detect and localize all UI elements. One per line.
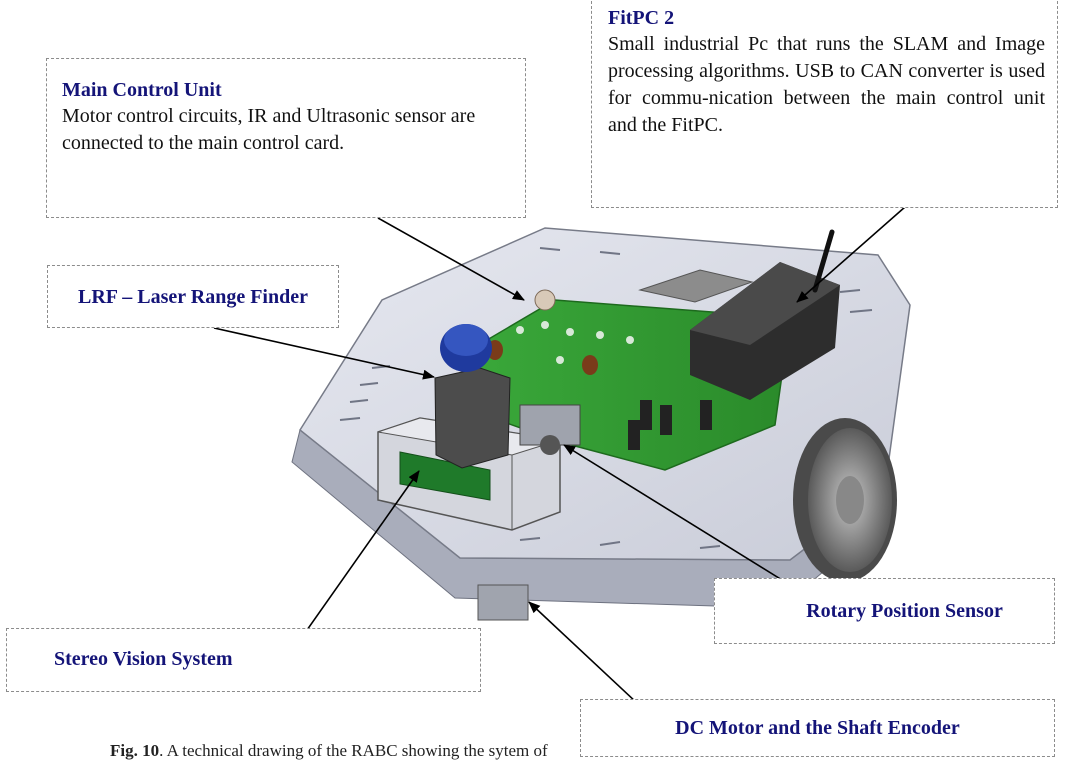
laser-range-finder: [434, 324, 511, 469]
callout-rotary: Rotary Position Sensor: [714, 578, 1055, 644]
arrow-rotary: [563, 444, 796, 589]
rotary-sensor: [519, 404, 581, 455]
callout-rotary-title: Rotary Position Sensor: [806, 600, 1003, 622]
callout-fitpc-title: FitPC 2: [608, 7, 675, 29]
arrow-fitpc: [796, 206, 906, 303]
callout-dc-motor-title: DC Motor and the Shaft Encoder: [675, 717, 960, 739]
arrow-main-control: [377, 217, 525, 301]
wheel: [793, 418, 897, 582]
callout-fitpc-body: Small industrial Pc that runs the SLAM a…: [608, 33, 1045, 136]
callout-main-control: Main Control Unit Motor control circuits…: [46, 58, 526, 218]
figure-caption-label: Fig. 10: [110, 741, 160, 760]
leader-arrows: [213, 206, 906, 704]
callout-stereo-title: Stereo Vision System: [54, 648, 233, 670]
figure-caption: Fig. 10. A technical drawing of the RABC…: [110, 741, 548, 761]
callout-main-control-title: Main Control Unit: [62, 79, 222, 101]
callout-stereo: Stereo Vision System: [6, 628, 481, 692]
dc-motor: [477, 584, 529, 621]
callout-main-control-body: Motor control circuits, IR and Ultrasoni…: [62, 105, 476, 154]
callout-dc-motor: DC Motor and the Shaft Encoder: [580, 699, 1055, 757]
callout-fitpc: FitPC 2 Small industrial Pc that runs th…: [591, 0, 1058, 208]
arrow-stereo: [287, 470, 420, 658]
arrow-lrf: [213, 327, 435, 380]
arrow-dc-motor: [528, 601, 638, 704]
callout-lrf: LRF – Laser Range Finder: [47, 265, 339, 328]
figure-caption-text: . A technical drawing of the RABC showin…: [159, 741, 548, 760]
callout-lrf-title: LRF – Laser Range Finder: [78, 285, 308, 308]
